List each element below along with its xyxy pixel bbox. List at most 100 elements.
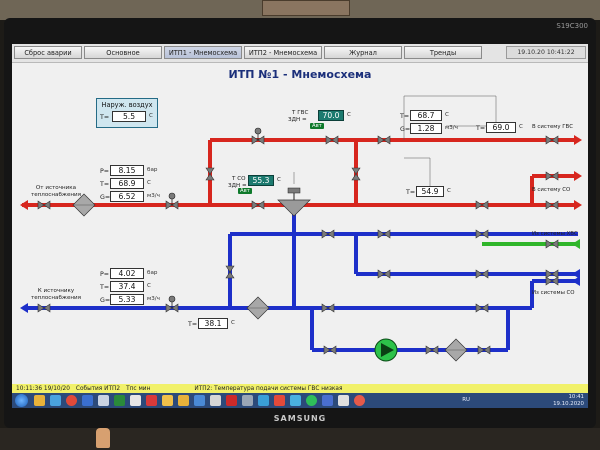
pdf-icon[interactable] [226,395,237,406]
valve-icon[interactable] [351,167,361,181]
app-icon[interactable] [338,395,349,406]
so-auto-badge: Авт [238,188,252,194]
app-icon[interactable] [130,395,141,406]
valve-icon[interactable] [377,135,391,145]
gvs-arrow-icon [574,135,582,145]
gvs-setpoint-value[interactable]: 70.0 [318,110,344,121]
monitor-model: S19C300 [556,22,588,30]
return-flow-value: 5.33 [110,294,144,305]
valve-icon[interactable] [545,200,559,210]
t-gvs-label: Т ГВС [292,110,309,116]
valve-icon[interactable] [377,269,391,279]
app-icon[interactable] [290,395,301,406]
taskbar-clock[interactable]: 10:41 19.10.2020 [553,394,584,407]
t-unit: C [147,180,151,186]
start-button-icon[interactable] [15,394,28,407]
heat-exchanger-icon[interactable] [444,338,468,362]
valve-icon[interactable] [325,135,339,145]
app-icon[interactable] [258,395,269,406]
main-button[interactable]: Основное [84,46,162,59]
valve-icon[interactable] [377,229,391,239]
t-label: T= [100,284,110,291]
app-icon[interactable] [162,395,173,406]
gvs-temp-unit: C [445,112,449,118]
outside-air-t-label: T= [100,114,110,121]
ie-icon[interactable] [50,395,61,406]
valve-icon[interactable] [475,200,489,210]
app-icon[interactable] [114,395,125,406]
supply-pressure-value: 8.15 [110,165,144,176]
app-icon[interactable] [354,395,365,406]
zdn-label: ЗДН = [228,183,247,189]
valve-icon[interactable] [545,269,559,279]
circulation-pump-icon[interactable] [374,338,398,362]
reset-alarm-button[interactable]: Сброс аварии [14,46,82,59]
valve-icon[interactable] [475,303,489,313]
gvs-auto-badge: Авт [310,123,324,129]
so-arrow-icon [574,171,582,181]
valve-icon[interactable] [321,229,335,239]
valve-icon[interactable] [37,303,51,313]
app-icon[interactable] [146,395,157,406]
so2-arrow-icon [574,200,582,210]
whatsapp-icon[interactable] [306,395,317,406]
app-icon[interactable] [82,395,93,406]
valve-icon[interactable] [545,135,559,145]
language-indicator[interactable]: RU [462,397,470,403]
app-icon[interactable] [178,395,189,406]
tab-itp1-mnemo[interactable]: ИТП1 - Мнемосхема [164,46,242,59]
so-setpoint-value[interactable]: 55.3 [248,175,274,186]
valve-icon[interactable] [323,345,337,355]
valve-icon[interactable] [205,167,215,181]
so-out-unit: C [447,188,451,194]
folder-icon[interactable] [34,395,45,406]
chrome-icon[interactable] [66,395,77,406]
journal-button[interactable]: Журнал [324,46,402,59]
t-label: T= [100,181,110,188]
return-pipe [26,212,578,352]
g-unit: м3/ч [147,193,160,199]
app-icon[interactable] [242,395,253,406]
status-code: Тпс мин [126,385,151,392]
valve-icon[interactable] [425,345,439,355]
yandex-icon[interactable] [274,395,285,406]
desk-surface [0,428,600,450]
alarm-status-bar[interactable]: 10:11:36 19/10/20 События ИТП2 Тпс мин И… [12,384,588,393]
taskbar-date: 19.10.2020 [553,400,584,407]
valve-icon[interactable] [225,265,235,279]
valve-icon[interactable] [545,239,559,249]
gvs-flow-value: 1.28 [410,123,442,134]
heat-exchanger-icon[interactable] [246,296,270,320]
wall-plaque [262,0,350,16]
valve-icon[interactable] [475,269,489,279]
outlet-arrow-icon [20,303,28,313]
valve-icon[interactable] [477,345,491,355]
trends-button[interactable]: Тренды [404,46,482,59]
mixing-valve-icon[interactable] [277,187,311,217]
valve-icon[interactable] [545,276,559,286]
from-source-label: От источника теплоснабжения [30,185,82,198]
zdn-label: ЗДН = [288,117,307,123]
valve-icon[interactable] [545,171,559,181]
return-line-temp-value: 38.1 [198,318,228,329]
t-label: T= [406,189,416,196]
status-time: 10:11:36 19/10/20 [16,385,70,392]
app-icon[interactable] [322,395,333,406]
g-label: G= [400,126,411,133]
app-icon[interactable] [210,395,221,406]
app-icon[interactable] [194,395,205,406]
tab-itp2-mnemo[interactable]: ИТП2 - Мнемосхема [244,46,322,59]
valve-icon[interactable] [475,229,489,239]
gvs-out-unit: C [519,124,523,130]
pipe-diagram [20,95,582,362]
so-return-arrow-icon [572,276,580,286]
valve-icon[interactable] [321,303,335,313]
valve-icon[interactable] [37,200,51,210]
inlet-arrow-icon [20,200,28,210]
gvs-setpoint-unit: C [347,112,351,118]
app-icon[interactable] [98,395,109,406]
from-so-label: Из системы СО [532,290,575,296]
t-label: T= [400,113,410,120]
t-so-label: Т СО [232,176,246,182]
valve-icon[interactable] [251,200,265,210]
